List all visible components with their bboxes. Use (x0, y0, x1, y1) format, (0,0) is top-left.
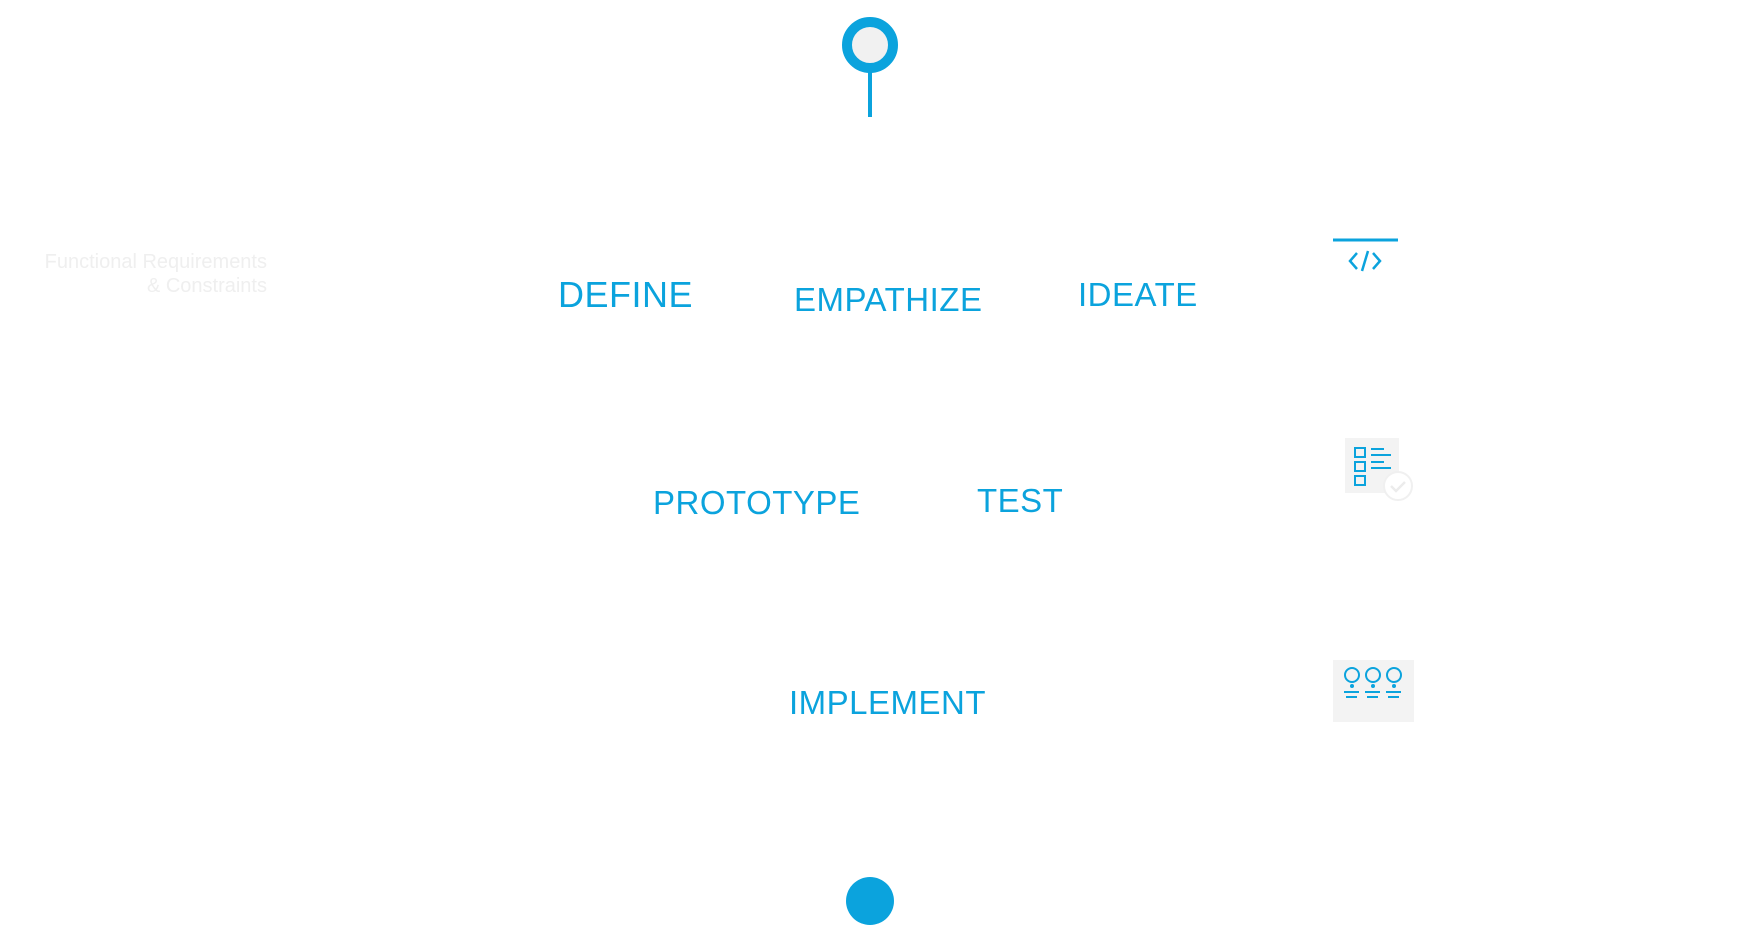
stage-define: DEFINE (558, 274, 694, 315)
stage-implement: IMPLEMENT (789, 684, 987, 721)
note-line-1: Functional Requirements (44, 251, 267, 273)
stage-prototype: PROTOTYPE (653, 484, 861, 521)
checklist-icon (1345, 438, 1413, 501)
code-icon (1333, 238, 1398, 272)
stage-empathize: EMPATHIZE (794, 281, 983, 318)
requirements-note: Functional Requirements & Constraints (45, 250, 267, 298)
end-dot-icon (846, 877, 894, 925)
start-pin-icon (842, 17, 898, 117)
note-line-2: & Constraints (146, 275, 267, 297)
stage-test: TEST (977, 482, 1064, 519)
stage-ideate: IDEATE (1078, 276, 1198, 313)
ideas-icon (1333, 660, 1414, 722)
